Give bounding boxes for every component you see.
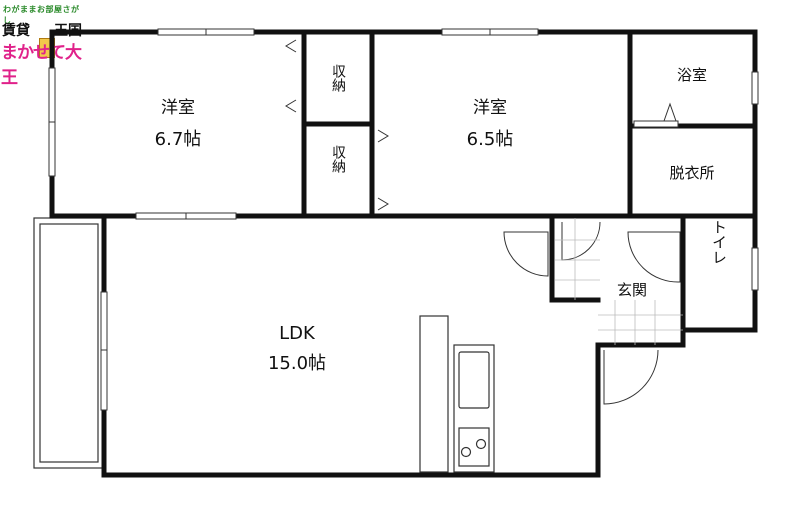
windows xyxy=(48,28,759,411)
entrance-tiles xyxy=(555,218,683,345)
outer-walls xyxy=(49,29,758,478)
western-room-2-size: 6.5帖 xyxy=(467,129,514,150)
doors xyxy=(503,102,681,405)
closet-doors xyxy=(285,39,389,211)
kitchen-counter xyxy=(419,315,495,473)
storage-upper-label: 収納 xyxy=(330,64,346,93)
logo-line1-left: 賃貸 xyxy=(2,23,30,39)
ldk-size: 15.0帖 xyxy=(268,353,326,374)
western-room-1-name: 洋室 xyxy=(161,98,195,118)
toilet-label: トイレ xyxy=(710,220,728,265)
interior-walls xyxy=(49,29,758,333)
dressing-room-label: 脱衣所 xyxy=(669,164,714,182)
logo-tagline: わがままお部屋さがし xyxy=(3,5,80,25)
western-room-2-name: 洋室 xyxy=(473,98,507,118)
logo-line2: まかせて大王 xyxy=(1,43,82,88)
entrance-label: 玄関 xyxy=(617,281,647,299)
bathroom-label: 浴室 xyxy=(677,66,707,84)
balcony xyxy=(33,217,105,469)
ldk-name: LDK xyxy=(279,323,316,344)
storage-lower-label: 収納 xyxy=(330,145,346,174)
western-room-1-size: 6.7帖 xyxy=(155,129,202,150)
